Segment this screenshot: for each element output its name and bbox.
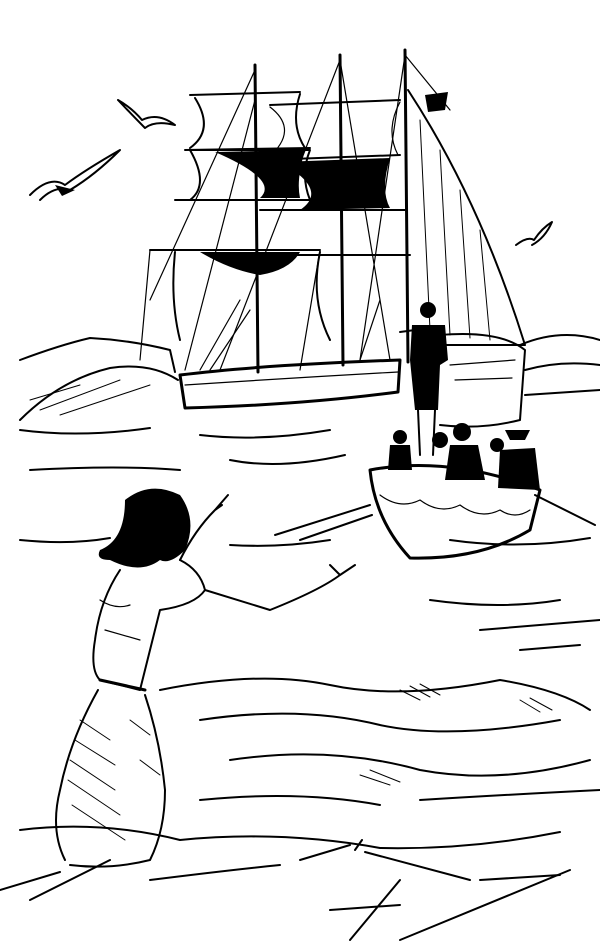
sailing-ship bbox=[139, 48, 526, 428]
right-hill bbox=[519, 334, 600, 396]
woman-figure bbox=[55, 488, 356, 868]
birds bbox=[29, 99, 553, 246]
sea-waves bbox=[0, 427, 600, 941]
bird bbox=[515, 221, 553, 246]
left-hill bbox=[19, 337, 179, 421]
rowboat bbox=[274, 302, 596, 560]
bird bbox=[117, 99, 176, 129]
standing-figure bbox=[399, 302, 448, 456]
